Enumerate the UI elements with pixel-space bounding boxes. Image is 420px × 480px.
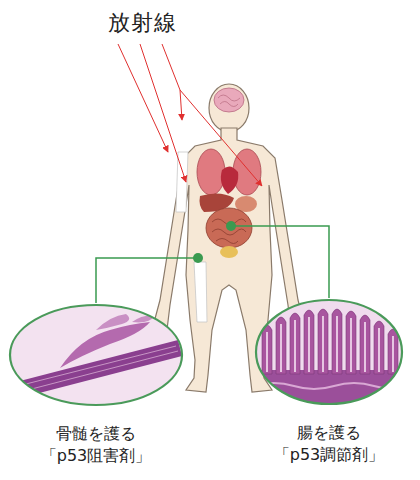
tissue-striation bbox=[18, 346, 178, 392]
node-label: 腸を護る 「p53調節剤」 bbox=[264, 422, 394, 467]
tissue-fragment bbox=[96, 314, 154, 330]
bone-marrow-histology bbox=[8, 303, 188, 407]
brain bbox=[214, 88, 244, 112]
diagram-title: 放射線 bbox=[108, 8, 177, 38]
circle-outline bbox=[8, 303, 184, 407]
radiation-arrow bbox=[180, 90, 182, 120]
lung bbox=[197, 149, 225, 195]
intestine-histology bbox=[254, 298, 414, 410]
intestine bbox=[206, 208, 252, 248]
radiation-arrow bbox=[118, 44, 168, 152]
marker-dot bbox=[226, 221, 236, 231]
bladder bbox=[220, 246, 238, 258]
node-label: 骨髄を護る 「p53阻害剤」 bbox=[31, 423, 161, 468]
leader-line bbox=[231, 226, 329, 298]
circle-outline bbox=[254, 298, 404, 406]
radiation-arrow bbox=[180, 90, 262, 186]
histology-circle: 骨髄を護る 「p53阻害剤」 bbox=[8, 303, 184, 468]
leader-line bbox=[96, 258, 198, 303]
intestine-coils bbox=[212, 219, 246, 244]
head bbox=[209, 84, 249, 132]
radiation-arrows bbox=[118, 44, 262, 186]
circle-border bbox=[10, 305, 182, 405]
villi bbox=[262, 309, 398, 374]
heart bbox=[221, 166, 238, 194]
radiation-arrow bbox=[140, 44, 186, 182]
brain-folds bbox=[218, 95, 240, 107]
radiation-arrow bbox=[162, 44, 180, 90]
thigh-bone bbox=[194, 262, 207, 322]
histology-circle: 腸を護る 「p53調節剤」 bbox=[254, 298, 404, 467]
tissue-fold bbox=[60, 322, 150, 368]
arm-bone bbox=[176, 152, 188, 212]
leader-lines bbox=[96, 226, 329, 303]
marker-dot bbox=[193, 253, 203, 263]
tissue-ground bbox=[8, 303, 188, 407]
villus-core bbox=[267, 316, 393, 372]
circle-border bbox=[256, 300, 402, 404]
